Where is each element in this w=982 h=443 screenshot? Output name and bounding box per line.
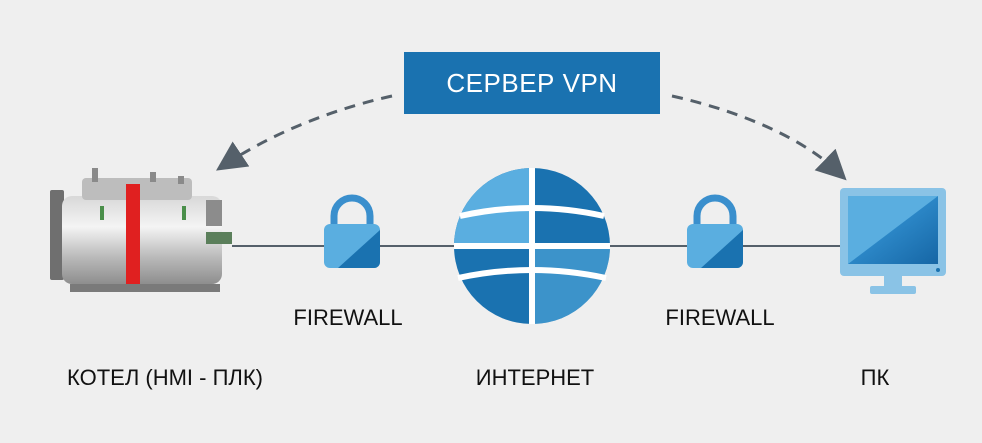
boiler-label: КОТЕЛ (HMI - ПЛК) — [67, 365, 263, 390]
monitor-icon — [840, 188, 946, 294]
vpn-server-label: СЕРВЕР VPN — [446, 67, 618, 98]
internet-label: ИНТЕРНЕТ — [475, 365, 595, 390]
vpn-server-box: СЕРВЕР VPN — [404, 52, 660, 114]
firewall-right-label: FIREWALL — [665, 305, 775, 330]
pc-label: ПК — [860, 365, 890, 390]
padlock-left-icon — [324, 194, 380, 268]
vpn-link-pc-arrow — [671, 94, 847, 181]
vpn-link-boiler-arrow — [216, 94, 393, 171]
padlock-right-icon — [687, 194, 743, 268]
globe-icon — [454, 168, 610, 324]
boiler-icon — [50, 168, 232, 292]
firewall-left-label: FIREWALL — [293, 305, 403, 330]
